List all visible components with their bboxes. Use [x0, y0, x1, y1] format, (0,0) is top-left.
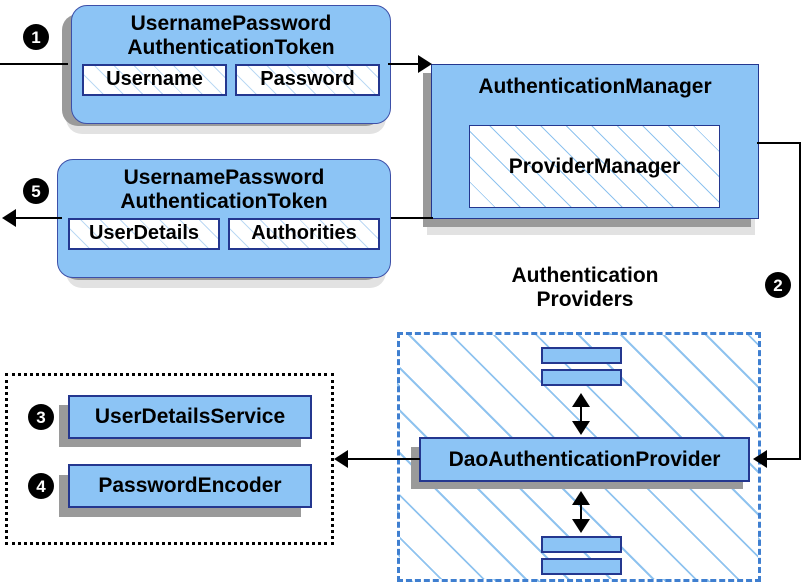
badge-step-3: 3 — [28, 404, 54, 430]
provider-link-line-top — [580, 400, 582, 424]
token-to-manager-line — [388, 63, 424, 65]
dao-authentication-provider-label: DaoAuthenticationProvider — [448, 447, 721, 471]
provider-stub-bar-2[interactable] — [541, 369, 622, 386]
request-token-field-username: Username — [82, 64, 227, 97]
token-to-manager-arrowhead — [418, 55, 432, 73]
provider-stub-bar-4[interactable] — [541, 558, 622, 575]
badge-step-4: 4 — [28, 473, 54, 499]
password-encoder-label: PasswordEncoder — [98, 474, 282, 497]
provider-to-dependencies-arrowhead — [334, 450, 348, 468]
manager-to-response-token-line — [391, 217, 433, 219]
provider-manager-box[interactable]: ProviderManager — [469, 125, 720, 208]
badge-step-1: 1 — [23, 24, 49, 50]
provider-manager-label: ProviderManager — [508, 154, 681, 178]
manager-to-providers-line-top — [757, 142, 801, 144]
badge-step-2: 2 — [765, 272, 791, 298]
authentication-manager-title: AuthenticationManager — [478, 75, 712, 98]
response-outgoing-arrowhead — [2, 209, 16, 227]
provider-link-arrow-up-top — [572, 393, 590, 407]
manager-to-providers-line-vertical — [799, 142, 801, 459]
request-authentication-token[interactable]: UsernamePassword AuthenticationToken Use… — [71, 5, 391, 124]
dao-authentication-provider-box[interactable]: DaoAuthenticationProvider — [419, 437, 750, 482]
response-token-outgoing-line — [16, 217, 62, 219]
request-token-field-password: Password — [235, 64, 380, 97]
password-encoder-box[interactable]: PasswordEncoder — [68, 464, 312, 508]
authentication-providers-caption: Authentication Providers — [511, 264, 659, 311]
badge-step-5: 5 — [23, 178, 49, 204]
incoming-request-line — [0, 63, 68, 65]
response-token-field-userdetails: UserDetails — [68, 218, 220, 251]
response-token-field-authorities: Authorities — [228, 218, 380, 251]
user-details-service-label: UserDetailsService — [94, 405, 286, 428]
provider-link-arrow-down-top — [572, 421, 590, 435]
provider-to-dependencies-line — [348, 458, 420, 460]
manager-to-providers-line-bottom — [767, 458, 801, 460]
provider-stub-bar-1[interactable] — [541, 347, 622, 364]
response-token-title: UsernamePassword AuthenticationToken — [120, 166, 328, 213]
provider-link-line-bottom — [580, 498, 582, 522]
manager-to-providers-arrowhead — [753, 450, 767, 468]
response-authentication-token[interactable]: UsernamePassword AuthenticationToken Use… — [57, 159, 391, 278]
provider-link-arrow-up-bottom — [572, 491, 590, 505]
provider-stub-bar-3[interactable] — [541, 536, 622, 553]
user-details-service-box[interactable]: UserDetailsService — [68, 395, 312, 439]
provider-link-arrow-down-bottom — [572, 519, 590, 533]
request-token-fields: Username Password — [72, 64, 390, 97]
response-token-fields: UserDetails Authorities — [58, 218, 390, 251]
request-token-title: UsernamePassword AuthenticationToken — [127, 12, 335, 59]
